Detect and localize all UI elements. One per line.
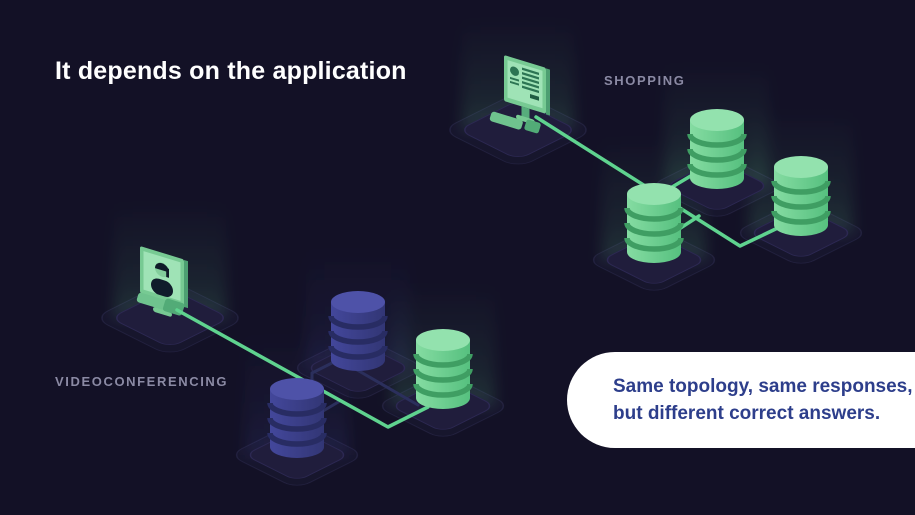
person-silhouette-icon	[151, 262, 173, 298]
videoconferencing-diagram	[92, 202, 512, 490]
shopping-client-computer-icon	[489, 55, 550, 134]
shopping-database-top-icon	[690, 109, 744, 189]
shopping-screen-content	[510, 66, 539, 101]
videoconferencing-label: VIDEOCONFERENCING	[55, 374, 229, 389]
vc-database-bottom-left-icon	[270, 378, 324, 458]
shopping-database-bottom-left-icon	[627, 183, 681, 263]
shopping-label: SHOPPING	[604, 73, 686, 88]
callout-bubble: Same topology, same responses, but diffe…	[567, 352, 915, 448]
vc-client-computer-icon	[136, 246, 188, 317]
keyboard-icon	[136, 292, 171, 311]
vc-database-right-icon	[416, 329, 470, 409]
keyboard-icon	[489, 111, 523, 130]
callout-line-2: but different correct answers.	[613, 403, 881, 424]
shopping-diagram	[440, 18, 870, 295]
vc-database-top-icon	[331, 291, 385, 371]
shopping-database-right-icon	[774, 156, 828, 236]
mouse-pad-icon	[524, 119, 541, 134]
page-title: It depends on the application	[55, 57, 407, 85]
callout-line-1: Same topology, same responses,	[613, 376, 913, 397]
